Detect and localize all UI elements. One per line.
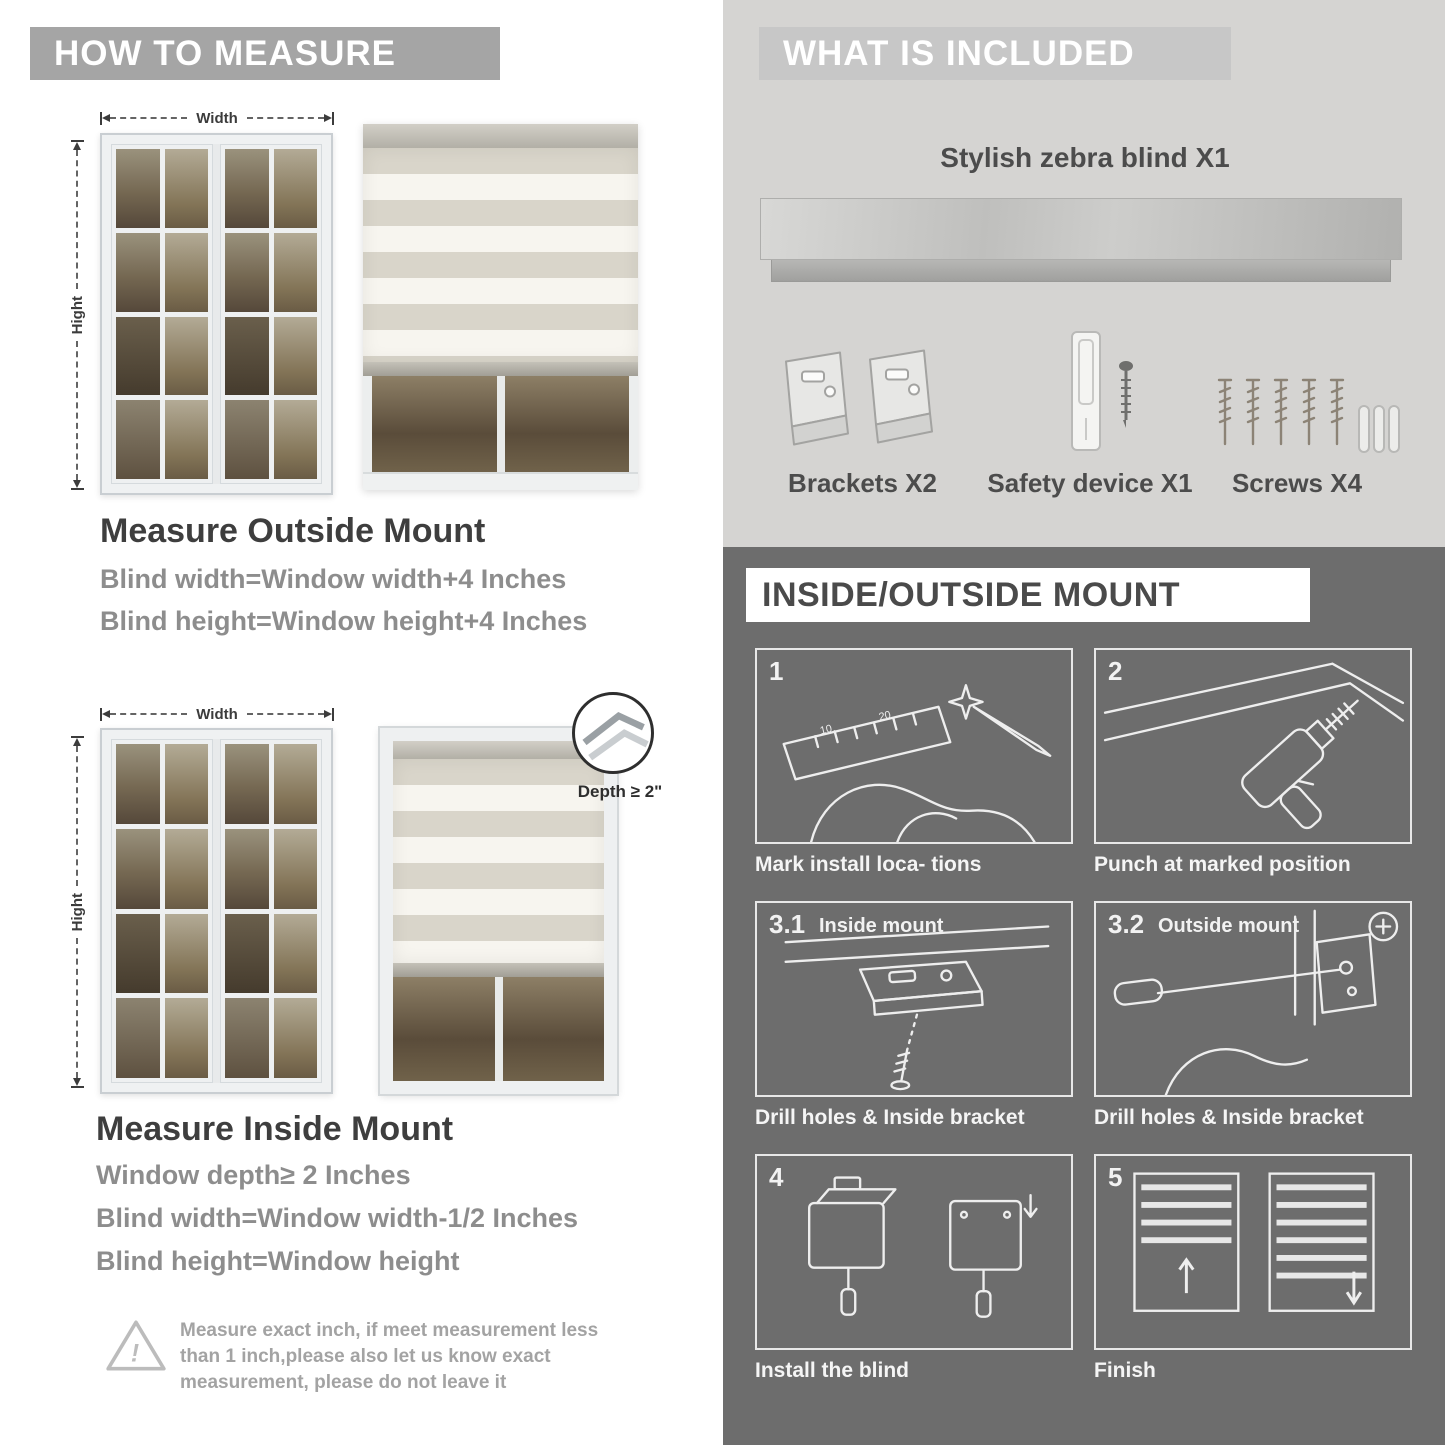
- window-glass: [363, 376, 638, 472]
- inside-mount-line-1: Window depth≥ 2 Inches: [96, 1160, 411, 1190]
- step-2-caption: Punch at marked position: [1094, 853, 1351, 876]
- step-4-panel: 4: [755, 1154, 1073, 1350]
- step-3-2-panel: 3.2 Outside mount: [1094, 901, 1412, 1097]
- step-1: 1 10 20 Mark install loca- tions: [755, 648, 1073, 877]
- safety-device-label: Safety device X1: [987, 468, 1193, 498]
- step-4-number: 4: [769, 1162, 784, 1192]
- screws-icon: [1217, 378, 1400, 453]
- step-5-number: 5: [1108, 1162, 1123, 1192]
- step-3-2: 3.2 Outside mount Drill holes & Inside b…: [1094, 901, 1412, 1130]
- depth-callout-label: Depth ≥ 2": [577, 782, 663, 801]
- blind-bottom-rail: [363, 362, 638, 376]
- arrow-up-icon: [73, 738, 81, 746]
- arrow-right-icon: [324, 710, 333, 718]
- depth-callout-circle: [572, 692, 654, 774]
- arrow-right-icon: [324, 114, 333, 122]
- arrow-up-icon: [73, 142, 81, 150]
- cassette-lip: [771, 260, 1391, 282]
- step-2: 2 Punch at marked position: [1094, 648, 1412, 877]
- finish-illustration: [1133, 1172, 1375, 1312]
- window-sill: [363, 472, 638, 490]
- inside-mount-title: Measure Inside Mount: [96, 1110, 454, 1148]
- step-3-1-number: 3.1: [769, 909, 806, 939]
- window-glass: [393, 977, 604, 1081]
- inside-bracket-illustration: [784, 925, 1050, 1091]
- step-3-1-title: Inside mount: [819, 915, 944, 937]
- zebra-blind-photo-inside: [378, 726, 619, 1096]
- install-blind-illustration: [808, 1176, 1038, 1318]
- step-3-2-title: Outside mount: [1158, 915, 1300, 937]
- width-arrow-label-2: Width: [196, 705, 238, 723]
- height-arrow-label-2: Hight: [68, 892, 86, 932]
- zebra-blind-cassette-image: [760, 198, 1402, 282]
- inside-mount-line-2: Blind width=Window width-1/2 Inches: [96, 1203, 579, 1233]
- mount-header: INSIDE/OUTSIDE MOUNT: [746, 568, 1310, 622]
- window-photo-inside: [100, 728, 333, 1094]
- arrow-down-icon: [73, 480, 81, 489]
- step-2-number: 2: [1108, 656, 1123, 686]
- width-arrow-2: Width: [100, 705, 335, 723]
- outside-bracket-illustration: [1113, 909, 1399, 1095]
- width-arrow: Width: [100, 109, 335, 127]
- step-5-panel: 5: [1094, 1154, 1412, 1350]
- zebra-blind-photo-outside: [363, 124, 638, 490]
- svg-text:10: 10: [819, 723, 833, 737]
- warning-triangle-icon: !: [106, 1320, 166, 1371]
- step-5: 5: [1094, 1154, 1412, 1383]
- outside-mount-line-1: Blind width=Window width+4 Inches: [100, 564, 567, 594]
- svg-text:20: 20: [878, 709, 892, 723]
- step-2-panel: 2: [1094, 648, 1412, 844]
- blind-stripes: [393, 759, 604, 963]
- step-3-1-caption: Drill holes & Inside bracket: [755, 1106, 1025, 1129]
- outside-mount-line-2: Blind height=Window height+4 Inches: [100, 606, 588, 636]
- brackets-icon: [785, 349, 933, 446]
- mark-location-illustration: 10 20: [782, 684, 1052, 842]
- height-arrow-2: Hight: [68, 736, 86, 1089]
- safety-device-icon: [1071, 331, 1133, 451]
- arrow-left-icon: [102, 710, 110, 718]
- window-corner-detail-icon: [582, 712, 649, 761]
- how-to-measure-header: HOW TO MEASURE: [30, 27, 500, 80]
- height-arrow-label: Hight: [68, 295, 86, 335]
- blind-stripes: [363, 148, 638, 362]
- arrow-left-icon: [102, 114, 110, 122]
- drill-illustration: [1103, 662, 1405, 830]
- step-3-2-caption: Drill holes & Inside bracket: [1094, 1106, 1364, 1129]
- step-3-2-number: 3.2: [1108, 909, 1145, 939]
- blind-cassette: [363, 124, 638, 148]
- window-photo-outside: [100, 133, 333, 495]
- svg-text:!: !: [131, 1340, 139, 1367]
- step-4: 4 Install the blind: [755, 1154, 1073, 1383]
- step-3-1: 3.1 Inside mount Drill holes & Inside br…: [755, 901, 1073, 1130]
- window-mullion: [213, 144, 220, 484]
- blind-cassette: [393, 741, 604, 759]
- product-label: Stylish zebra blind X1: [940, 142, 1230, 173]
- step-3-1-panel: 3.1 Inside mount: [755, 901, 1073, 1097]
- inside-mount-line-3: Blind height=Window height: [96, 1246, 460, 1276]
- cassette-body: [760, 198, 1402, 260]
- window-mullion: [213, 739, 220, 1083]
- mount-instructions-section: [723, 547, 1445, 1445]
- width-arrow-label: Width: [196, 109, 238, 127]
- step-1-caption: Mark install loca- tions: [755, 853, 982, 876]
- what-is-included-header: WHAT IS INCLUDED: [759, 27, 1231, 80]
- arrow-down-icon: [73, 1078, 81, 1087]
- blind-bottom-rail: [393, 963, 604, 977]
- step-5-caption: Finish: [1094, 1359, 1156, 1382]
- step-1-panel: 1 10 20: [755, 648, 1073, 844]
- measure-warning-text: Measure exact inch, if meet measurement …: [180, 1320, 599, 1393]
- height-arrow: Hight: [68, 140, 86, 491]
- brackets-label: Brackets X2: [788, 468, 937, 498]
- step-4-caption: Install the blind: [755, 1359, 910, 1382]
- step-1-number: 1: [769, 656, 784, 686]
- screws-label: Screws X4: [1231, 468, 1363, 498]
- outside-mount-title: Measure Outside Mount: [100, 512, 486, 550]
